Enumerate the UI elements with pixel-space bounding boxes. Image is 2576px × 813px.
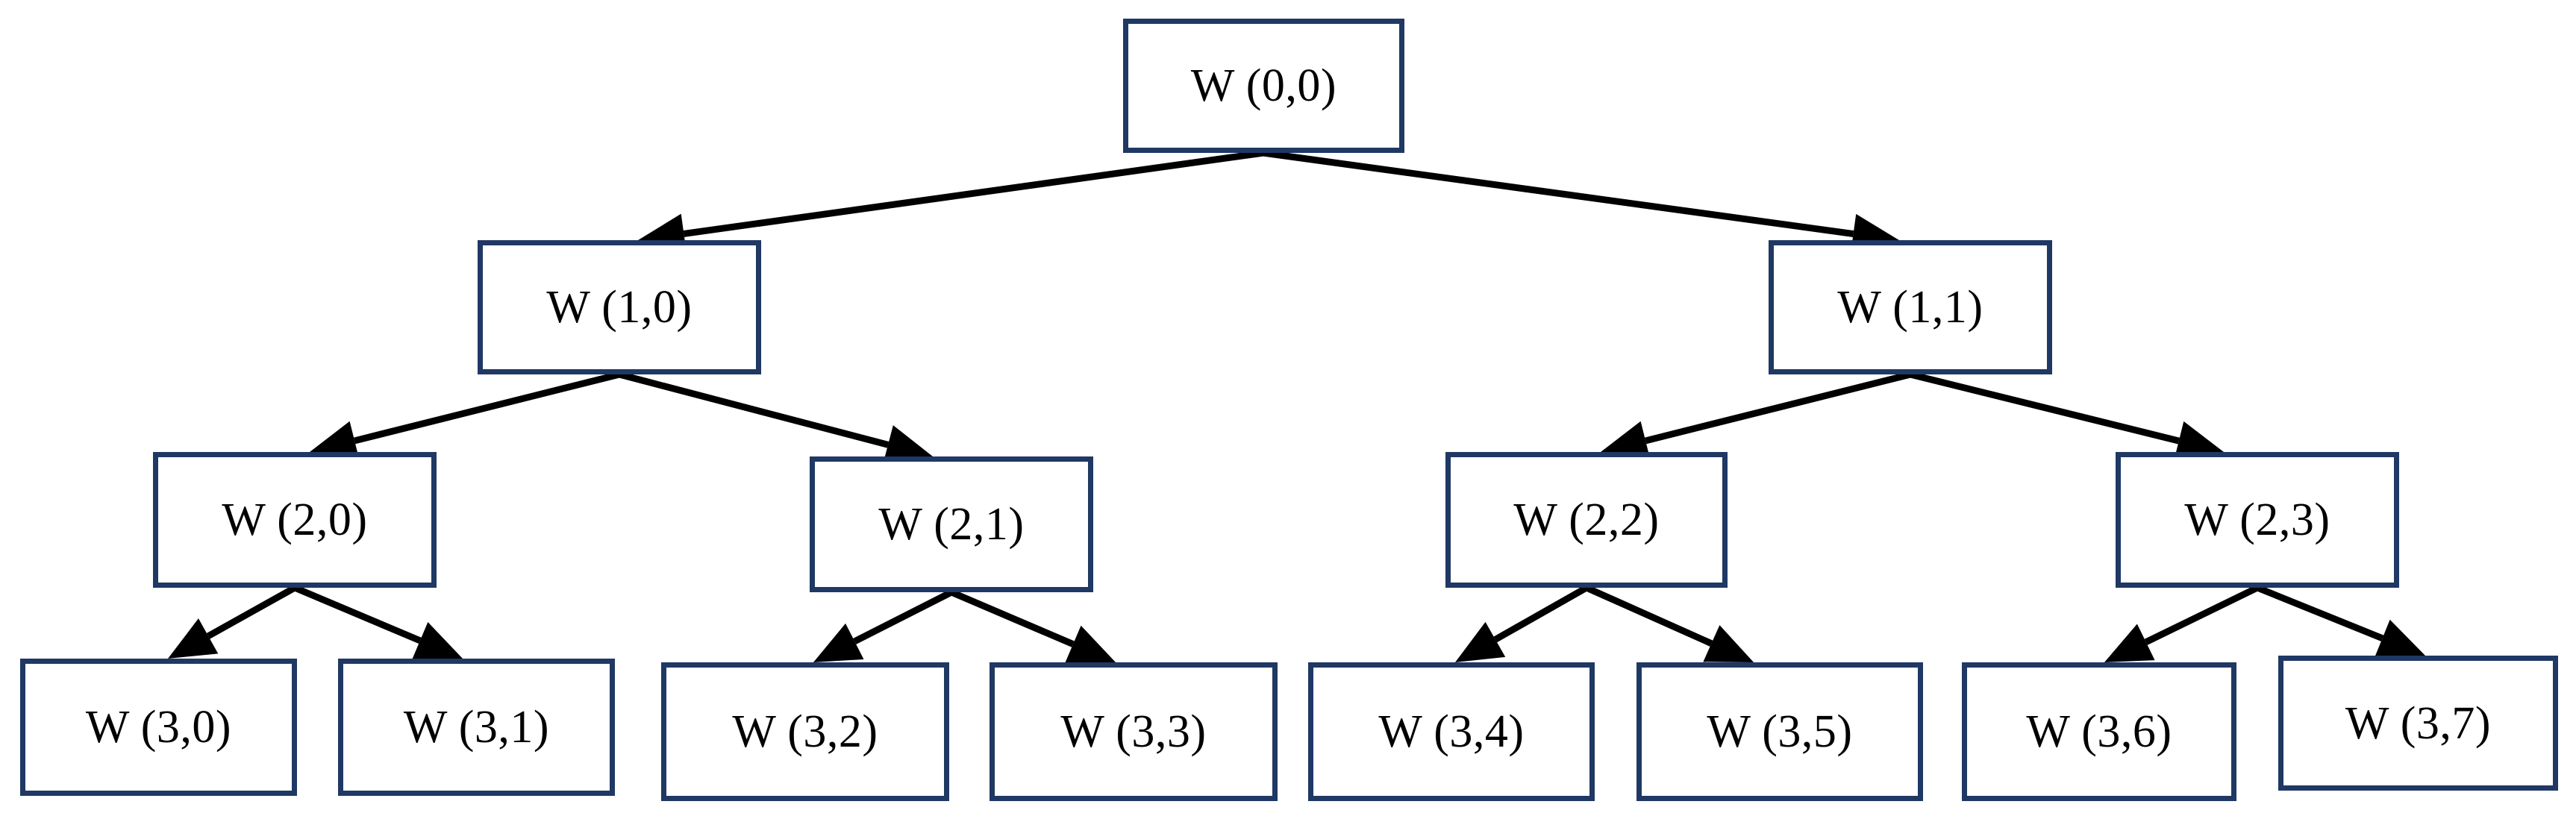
tree-node-label: W (2,1) (878, 499, 1025, 550)
tree-node-n3-3[interactable]: W (3,3) (990, 662, 1278, 801)
tree-node-label: W (3,7) (2345, 697, 2492, 749)
edge-shaft (2144, 584, 2259, 645)
edge-shaft (2256, 584, 2384, 641)
tree-edge-n2-2-to-n3-4 (1455, 585, 1589, 662)
edge-shaft (1645, 371, 1912, 445)
tree-node-label: W (3,2) (732, 706, 878, 757)
tree-edge-n1-1-to-n2-2 (1601, 371, 1912, 461)
edge-shaft (853, 588, 954, 644)
tree-node-n3-7[interactable]: W (3,7) (2278, 656, 2558, 791)
tree-edge-n2-3-to-n3-6 (2104, 584, 2259, 662)
edge-shaft (618, 371, 890, 448)
edge-arrowhead (1703, 625, 1754, 662)
tree-edge-n2-0-to-n3-0 (168, 585, 297, 659)
tree-node-n0-0[interactable]: W (0,0) (1123, 19, 1404, 153)
edge-shaft (1263, 149, 1854, 238)
tree-node-label: W (1,1) (1837, 282, 1983, 333)
tree-node-n3-5[interactable]: W (3,5) (1636, 662, 1923, 801)
tree-edge-n2-1-to-n3-2 (813, 588, 954, 662)
edge-shaft (683, 149, 1264, 237)
tree-edge-n1-0-to-n2-0 (310, 371, 621, 461)
tree-node-n2-3[interactable]: W (2,3) (2116, 452, 2399, 588)
edge-shaft (354, 371, 621, 445)
tree-node-n2-0[interactable]: W (2,0) (153, 452, 437, 588)
tree-node-label: W (3,1) (403, 702, 550, 753)
edge-arrowhead (813, 623, 864, 662)
tree-edge-n2-0-to-n3-1 (293, 584, 463, 659)
tree-node-label: W (3,0) (85, 702, 232, 753)
edge-shaft (1585, 584, 1713, 647)
tree-node-n2-1[interactable]: W (2,1) (810, 456, 1093, 592)
tree-node-n1-0[interactable]: W (1,0) (478, 240, 761, 374)
tree-node-n2-2[interactable]: W (2,2) (1445, 452, 1728, 588)
tree-node-n3-0[interactable]: W (3,0) (20, 659, 297, 796)
tree-edge-n2-1-to-n3-3 (950, 588, 1116, 663)
tree-node-n1-1[interactable]: W (1,1) (1769, 240, 2052, 374)
tree-node-n3-6[interactable]: W (3,6) (1962, 662, 2236, 801)
tree-node-label: W (3,6) (2026, 706, 2172, 757)
tree-node-label: W (3,3) (1060, 706, 1207, 757)
tree-node-n3-4[interactable]: W (3,4) (1308, 662, 1595, 801)
tree-edge-n0-0-to-n1-1 (1263, 149, 1899, 254)
tree-edge-n1-1-to-n2-3 (1909, 371, 2224, 461)
tree-edge-n2-3-to-n3-7 (2256, 584, 2425, 657)
edge-shaft (950, 588, 1075, 647)
edge-shaft (293, 584, 422, 644)
tree-edge-n2-2-to-n3-5 (1585, 584, 1754, 662)
edge-arrowhead (1455, 621, 1506, 662)
edge-arrowhead (1065, 625, 1116, 663)
edge-arrowhead (2375, 619, 2425, 657)
tree-node-n3-1[interactable]: W (3,1) (338, 659, 615, 796)
tree-node-label: W (2,2) (1513, 495, 1660, 545)
tree-node-label: W (3,4) (1378, 706, 1525, 757)
edge-shaft (1493, 585, 1589, 643)
tree-node-label: W (1,0) (546, 282, 693, 333)
edge-shaft (1909, 371, 2180, 445)
tree-edge-n1-0-to-n2-1 (618, 371, 933, 465)
tree-node-label: W (2,0) (222, 495, 368, 545)
tree-node-label: W (0,0) (1190, 60, 1337, 111)
edge-shaft (206, 585, 297, 639)
tree-edge-n0-0-to-n1-0 (638, 149, 1264, 254)
tree-node-n3-2[interactable]: W (3,2) (661, 662, 949, 801)
edge-arrowhead (168, 618, 219, 659)
edge-arrowhead (412, 622, 463, 659)
tree-node-label: W (2,3) (2184, 495, 2330, 545)
tree-node-label: W (3,5) (1707, 706, 1853, 757)
edge-arrowhead (2104, 624, 2155, 662)
